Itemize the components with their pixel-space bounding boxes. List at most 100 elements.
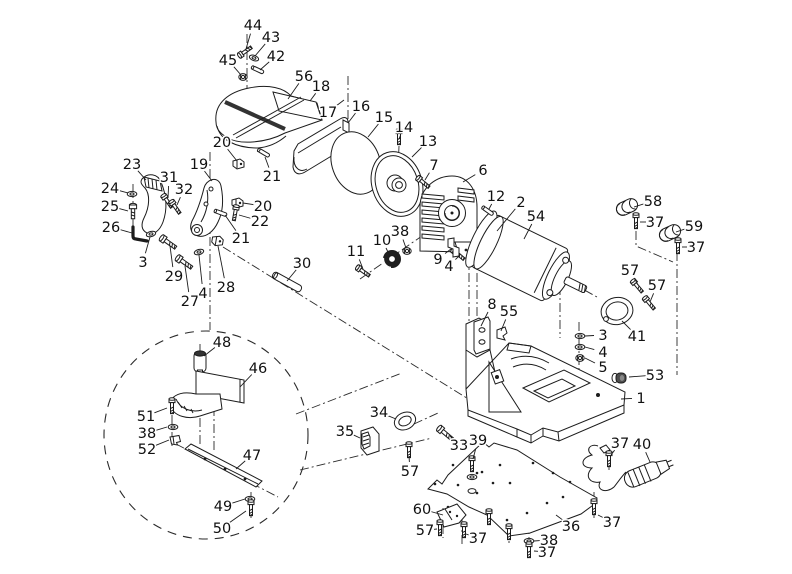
part-number-label: 4 — [444, 259, 453, 275]
bolt-part — [174, 254, 193, 271]
vscrew-part — [248, 500, 254, 516]
screw-part — [168, 199, 182, 215]
part-number-label: 46 — [249, 361, 267, 377]
key-part — [133, 227, 147, 241]
part-number-label: 21 — [232, 231, 250, 247]
part-number-label: 14 — [395, 120, 413, 136]
part-number-label: 4 — [198, 286, 207, 302]
pin-part — [481, 205, 494, 215]
pin-part — [214, 209, 228, 217]
part-number-label: 20 — [254, 199, 272, 215]
ring-shape — [599, 294, 636, 327]
part-number-label: 24 — [101, 181, 119, 197]
vscrew-part — [591, 499, 597, 515]
part-number-label: 37 — [469, 531, 487, 547]
part-number-label: 4 — [598, 345, 607, 361]
part-number-label: 40 — [633, 437, 651, 453]
part-number-label: 22 — [251, 214, 269, 230]
washer-part — [127, 191, 137, 196]
vscrew-part — [506, 524, 512, 540]
part-number-label: 12 — [487, 189, 505, 205]
arm-shape — [191, 179, 223, 236]
part-number-label: 34 — [370, 405, 388, 421]
part-number-label: 21 — [263, 169, 281, 185]
vbolt-part — [129, 203, 136, 218]
pivot-bracket-shape — [474, 317, 507, 354]
part-number-label: 27 — [181, 294, 199, 310]
motor-shape — [460, 208, 599, 318]
guard-table-shape — [216, 86, 322, 148]
clamp-part — [211, 235, 224, 247]
part-number-label: 37 — [603, 515, 621, 531]
pin-part — [257, 148, 270, 158]
screw-part — [415, 175, 431, 190]
part-number-label: 9 — [433, 252, 442, 268]
part-number-label: 51 — [137, 409, 155, 425]
nut-part — [576, 355, 584, 362]
clamp-part — [233, 159, 244, 169]
part-number-label: 55 — [500, 304, 518, 320]
part-number-label: 3 — [138, 255, 147, 271]
part-number-label: 32 — [175, 182, 193, 198]
part-number-label: 31 — [160, 170, 178, 186]
part-number-label: 6 — [478, 163, 487, 179]
part-number-label: 20 — [213, 135, 231, 151]
part-number-label: 57 — [401, 464, 419, 480]
washer-part — [467, 474, 477, 479]
vscrew-part — [486, 509, 492, 525]
sideknob-part — [612, 373, 626, 383]
leader-lines — [119, 34, 687, 552]
washer-part — [146, 230, 157, 238]
zbracket-part — [448, 238, 459, 257]
part-number-label: 8 — [487, 297, 496, 313]
screw-part — [630, 278, 645, 294]
part-number-label: 33 — [450, 438, 468, 454]
screw-part — [237, 45, 253, 59]
vscrew-part — [437, 520, 443, 536]
knob-part — [383, 251, 400, 268]
part-number-label: 52 — [138, 442, 156, 458]
part-number-label: 19 — [190, 157, 208, 173]
part-number-label: 38 — [540, 533, 558, 549]
screw-part — [355, 264, 371, 278]
washer-part — [168, 424, 178, 429]
part-number-label: 35 — [336, 424, 354, 440]
rod-shape — [271, 271, 302, 293]
part-number-label: 44 — [244, 18, 262, 34]
switch-shape — [361, 427, 379, 455]
part-number-label: 5 — [598, 360, 607, 376]
nut-part — [239, 74, 247, 81]
part-number-label: 25 — [101, 199, 119, 215]
foot-part — [614, 196, 639, 217]
part-number-label: 57 — [621, 263, 639, 279]
vscrew-part — [461, 522, 467, 538]
part-number-label: 10 — [373, 233, 391, 249]
vscrew-part — [526, 542, 532, 558]
part-number-label: 13 — [419, 134, 437, 150]
vscrew-part — [606, 451, 612, 467]
gear-housing-shape — [420, 176, 477, 258]
part-number-label: 11 — [347, 244, 365, 260]
part-number-label: 29 — [165, 269, 183, 285]
part-number-label: 37 — [611, 436, 629, 452]
fasteners — [127, 45, 683, 558]
part-number-label: 57 — [648, 278, 666, 294]
clip-part — [170, 436, 181, 446]
nut-part — [403, 248, 411, 255]
power-cord-shape — [583, 445, 676, 491]
part-number-label: 38 — [138, 426, 156, 442]
vscrew-part — [406, 442, 412, 458]
part-number-label: 28 — [217, 280, 235, 296]
part-number-label: 58 — [644, 194, 662, 210]
part-number-label: 39 — [469, 433, 487, 449]
flange-disc-shape — [363, 145, 431, 223]
blade-shape — [323, 125, 390, 202]
part-number-label: 23 — [123, 157, 141, 173]
washer-part — [575, 333, 585, 338]
part-number-label: 3 — [598, 328, 607, 344]
part-number-label: 16 — [352, 99, 370, 115]
part-number-label: 7 — [429, 158, 438, 174]
